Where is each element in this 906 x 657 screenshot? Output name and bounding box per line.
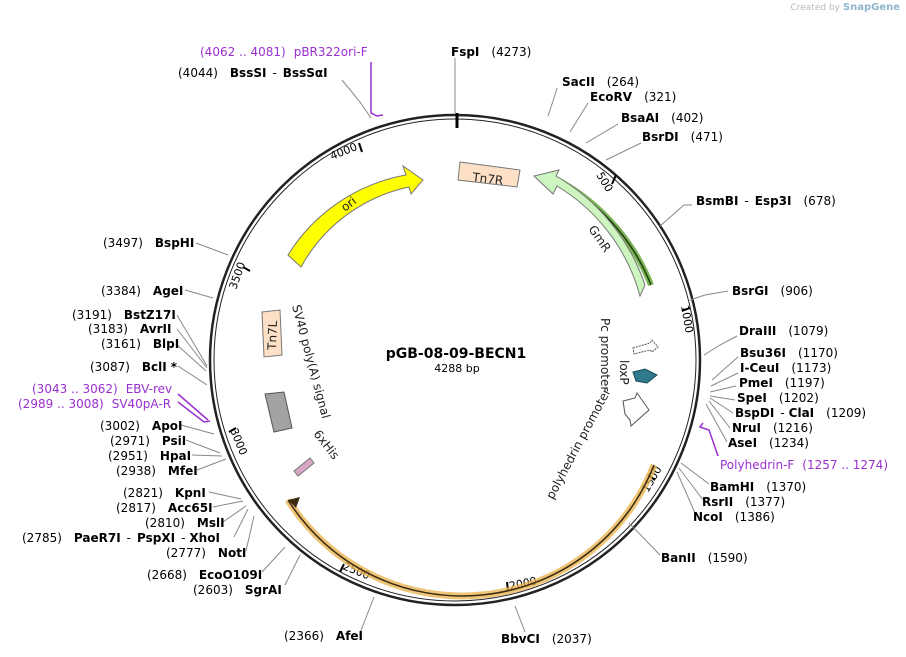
his-label: 6xHis <box>311 427 343 462</box>
tick-marks <box>228 142 691 592</box>
enzyme-kpni[interactable]: (2821)KpnI <box>123 486 206 500</box>
gmr-feature[interactable] <box>532 169 646 298</box>
enzyme-bstz17i[interactable]: (3191)BstZ17I <box>72 308 176 322</box>
loxp-feature[interactable] <box>632 368 658 384</box>
plasmid-length: 4288 bp <box>434 362 479 375</box>
his-feature[interactable] <box>293 457 315 477</box>
enzyme-bsphi[interactable]: (3497)BspHI <box>103 236 194 250</box>
pc-promoter-label: Pc promoter <box>598 318 612 391</box>
enzyme-avrii[interactable]: (3183)AvrII <box>88 322 171 336</box>
primer-markers <box>177 62 719 457</box>
orf-arc-glow <box>285 463 658 600</box>
enzyme-bsmbi[interactable]: BsmBI-Esp3I(678) <box>696 194 836 208</box>
enzyme-bamhi[interactable]: BamHI(1370) <box>710 480 806 494</box>
enzyme-iceui[interactable]: I-CeuI(1173) <box>740 361 831 375</box>
backbone-outer <box>208 113 702 607</box>
tick-1000: 1000 <box>678 304 696 334</box>
ori-feature[interactable] <box>287 164 424 268</box>
enzyme-bsrdi[interactable]: BsrDI(471) <box>642 130 723 144</box>
enzyme-pmei[interactable]: PmeI(1197) <box>739 376 825 390</box>
enzyme-bsaai[interactable]: BsaAI(402) <box>621 111 703 125</box>
enzyme-ecoo109i[interactable]: (2668)EcoO109I <box>147 568 262 582</box>
snapgene-brand: Created by SnapGene <box>790 2 900 13</box>
enzyme-hpai[interactable]: (2951)HpaI <box>108 449 191 463</box>
primer-polyhedrin-f[interactable]: Polyhedrin-F(1257 .. 1274) <box>720 458 888 472</box>
orf-arc-line <box>287 464 655 597</box>
loxp-label: loxP <box>617 360 631 385</box>
enzyme-psii[interactable]: (2971)PsiI <box>110 434 186 448</box>
enzyme-acc65i[interactable]: (2817)Acc65I <box>116 501 213 515</box>
plasmid-name: pGB-08-09-BECN1 <box>386 346 527 362</box>
tn7r-feature[interactable] <box>457 161 521 188</box>
enzyme-ncoi[interactable]: NcoI(1386) <box>693 510 775 524</box>
pc-promoter-feature[interactable] <box>632 339 659 355</box>
enzyme-paer7i[interactable]: (2785)PaeR7I-PspXI-XhoI <box>22 531 220 545</box>
enzyme-bsrgi[interactable]: BsrGI(906) <box>732 284 813 298</box>
enzyme-labels: FspI(4273) SacII(264) EcoRV(321) BsaAI(4… <box>22 45 866 646</box>
enzyme-ecorv[interactable]: EcoRV(321) <box>590 90 676 104</box>
connector-lines <box>175 58 739 634</box>
enzyme-draiii[interactable]: DraIII(1079) <box>739 324 828 338</box>
brand-prefix: Created by <box>790 3 840 13</box>
tn7l-label: Tn7L <box>265 320 280 351</box>
tn7r-label: Tn7R <box>471 170 504 188</box>
enzyme-msli[interactable]: (2810)MslI <box>145 516 225 530</box>
enzyme-asei[interactable]: AseI(1234) <box>728 436 809 450</box>
brand-name: SnapGene <box>842 2 900 13</box>
backbone-inner <box>213 118 697 602</box>
primer-sv40pa-r[interactable]: (2989 .. 3008)SV40pA-R <box>18 397 171 411</box>
enzyme-bspdi[interactable]: BspDI-ClaI(1209) <box>735 406 866 420</box>
enzyme-sacii[interactable]: SacII(264) <box>562 75 639 89</box>
tick-4000: 4000 <box>328 140 359 163</box>
polyhedrin-promoter-feature[interactable] <box>622 391 650 427</box>
enzyme-agei[interactable]: (3384)AgeI <box>101 284 183 298</box>
sv40-feature[interactable] <box>264 391 293 433</box>
primer-pbr322ori-f[interactable]: (4062 .. 4081)pBR322ori-F <box>200 45 368 59</box>
orf-arrowhead <box>288 497 300 508</box>
enzyme-bsssi[interactable]: (4044)BssSI-BssSαI <box>178 66 328 80</box>
enzyme-apoi[interactable]: (3002)ApoI <box>100 419 183 433</box>
enzyme-afei[interactable]: (2366)AfeI <box>284 629 363 643</box>
enzyme-noti[interactable]: (2777)NotI <box>166 546 246 560</box>
enzyme-fspi[interactable]: FspI(4273) <box>451 45 531 59</box>
sv40-label: SV40 poly(A) signal <box>289 303 333 420</box>
enzyme-sgrai[interactable]: (2603)SgrAI <box>193 583 282 597</box>
enzyme-blpi[interactable]: (3161)BlpI <box>101 337 179 351</box>
enzyme-bsu36i[interactable]: Bsu36I(1170) <box>740 346 838 360</box>
tn7l-feature[interactable] <box>261 309 283 358</box>
primer-ebv-rev[interactable]: (3043 .. 3062)EBV-rev <box>32 382 172 396</box>
primer-labels: (4062 .. 4081)pBR322ori-F (3043 .. 3062)… <box>18 45 888 472</box>
enzyme-bbvci[interactable]: BbvCI(2037) <box>501 632 592 646</box>
enzyme-banii[interactable]: BanII(1590) <box>661 551 748 565</box>
enzyme-bcli[interactable]: (3087)BclI* <box>90 360 178 374</box>
enzyme-spei[interactable]: SpeI(1202) <box>737 391 819 405</box>
enzyme-nrui[interactable]: NruI(1216) <box>732 421 813 435</box>
polyhedrin-promoter-label: polyhedrin promoter <box>543 386 613 502</box>
enzyme-mfei[interactable]: (2938)MfeI <box>116 464 198 478</box>
tick-3000: 3000 <box>227 426 250 457</box>
enzyme-rsrii[interactable]: RsrII(1377) <box>702 495 785 509</box>
